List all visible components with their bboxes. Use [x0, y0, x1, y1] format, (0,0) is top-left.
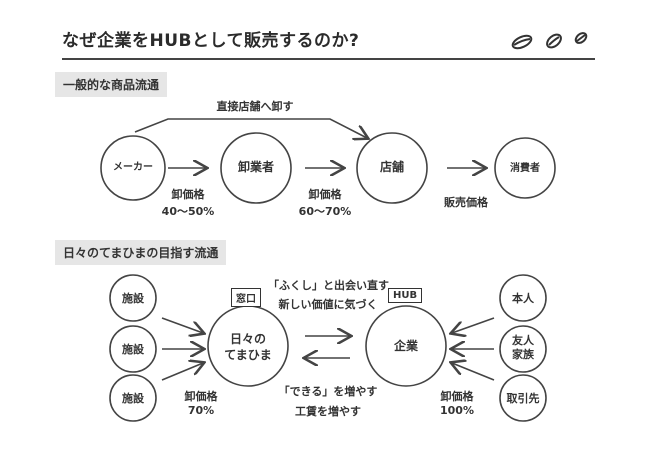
node-facility-2 [109, 325, 157, 373]
price1-line1: 卸価格 [171, 188, 205, 201]
section-heading-target: 日々のてまひまの目指す流通 [55, 240, 227, 265]
label-facility-3: 施設 [122, 392, 144, 405]
top-text-line1: 「ふくし」と出会い直す [268, 279, 389, 292]
top-text-line2: 新しい価値に気づく [278, 298, 378, 311]
label-business-partner: 取引先 [506, 392, 540, 405]
bottom-text-line1: 「できる」を増やす [278, 385, 378, 398]
price2-line1: 卸価格 [308, 188, 342, 201]
label-store: 店舗 [379, 160, 404, 174]
label-company: 企業 [393, 339, 418, 353]
label-hibi-no-line2: てまひま [224, 348, 272, 362]
price-left-line1: 卸価格 [184, 390, 218, 403]
price-left-line2: 70% [187, 404, 215, 417]
node-self [499, 274, 547, 322]
node-facility-3 [109, 374, 157, 422]
label-facility-1: 施設 [122, 292, 144, 305]
node-wholesaler [220, 132, 292, 204]
node-business-partner [499, 374, 547, 422]
label-facility-2: 施設 [122, 343, 144, 356]
price2-line2: 60〜70% [298, 205, 352, 218]
direct-route-arrow [134, 118, 367, 138]
node-store [356, 132, 428, 204]
coffee-beans-icon [508, 28, 598, 52]
tag-hub: HUB [388, 288, 423, 303]
node-friends-family [499, 325, 547, 373]
label-self: 本人 [512, 292, 534, 305]
node-company [365, 305, 447, 387]
label-friends-family: 友人家族 [512, 334, 534, 361]
direct-route-label: 直接店舗へ卸す [216, 100, 294, 113]
label-wholesaler: 卸業者 [237, 160, 274, 174]
label-maker: メーカー [113, 162, 153, 173]
section-heading-general: 一般的な商品流通 [55, 72, 168, 97]
node-consumer [494, 137, 556, 199]
tag-madoguchi: 窓口 [231, 288, 261, 307]
price1-line2: 40〜50% [161, 205, 215, 218]
title-divider [62, 58, 595, 60]
price-right-line1: 卸価格 [440, 390, 474, 403]
page-title: なぜ企業をHUBとして販売するのか? [62, 31, 360, 51]
node-maker [100, 135, 166, 201]
bottom-text-line2: 工賃を増やす [295, 405, 361, 418]
label-consumer: 消費者 [510, 163, 540, 174]
label-hibi-no-line1: 日々の [229, 332, 266, 346]
price3-line1: 販売価格 [444, 196, 488, 209]
price-right-line2: 100% [440, 404, 474, 417]
node-facility-1 [109, 274, 157, 322]
